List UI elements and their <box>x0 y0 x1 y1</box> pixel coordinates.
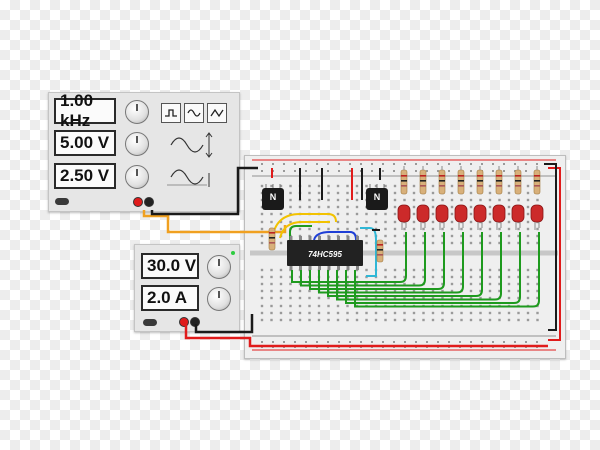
amplitude-knob[interactable] <box>125 132 149 156</box>
fg-positive-terminal[interactable] <box>133 197 143 207</box>
fg-negative-terminal[interactable] <box>144 197 154 207</box>
ps-power-switch[interactable] <box>143 319 157 326</box>
ps-positive-terminal[interactable] <box>179 317 189 327</box>
offset-display: 2.50 V <box>54 163 116 189</box>
square-wave-icon <box>165 109 177 117</box>
power-supply: 30.0 V 2.0 A <box>134 244 240 332</box>
voltage-knob[interactable] <box>207 255 231 279</box>
current-knob[interactable] <box>207 287 231 311</box>
fg-power-switch[interactable] <box>55 198 69 205</box>
frequency-knob[interactable] <box>125 100 149 124</box>
offset-knob[interactable] <box>125 165 149 189</box>
triangle-wave-icon <box>210 108 224 118</box>
voltage-display: 30.0 V <box>141 253 199 279</box>
ps-negative-terminal[interactable] <box>190 317 200 327</box>
triangle-wave-button[interactable] <box>207 103 227 123</box>
ic-label: 74HC595 <box>308 250 342 259</box>
sine-wave-button[interactable] <box>184 103 204 123</box>
ps-status-led <box>231 251 235 255</box>
current-display: 2.0 A <box>141 285 199 311</box>
transistor-right-label: N <box>373 192 381 202</box>
offset-diagram <box>167 169 210 187</box>
amplitude-display: 5.00 V <box>54 130 116 156</box>
frequency-display: 1.00 kHz <box>54 91 116 130</box>
sine-wave-icon <box>187 109 201 117</box>
transistor-left-label: N <box>269 192 277 202</box>
function-generator: 1.00 kHz 5.00 V 2.50 V <box>48 91 240 212</box>
amplitude-diagram <box>170 132 213 158</box>
square-wave-button[interactable] <box>161 103 181 123</box>
